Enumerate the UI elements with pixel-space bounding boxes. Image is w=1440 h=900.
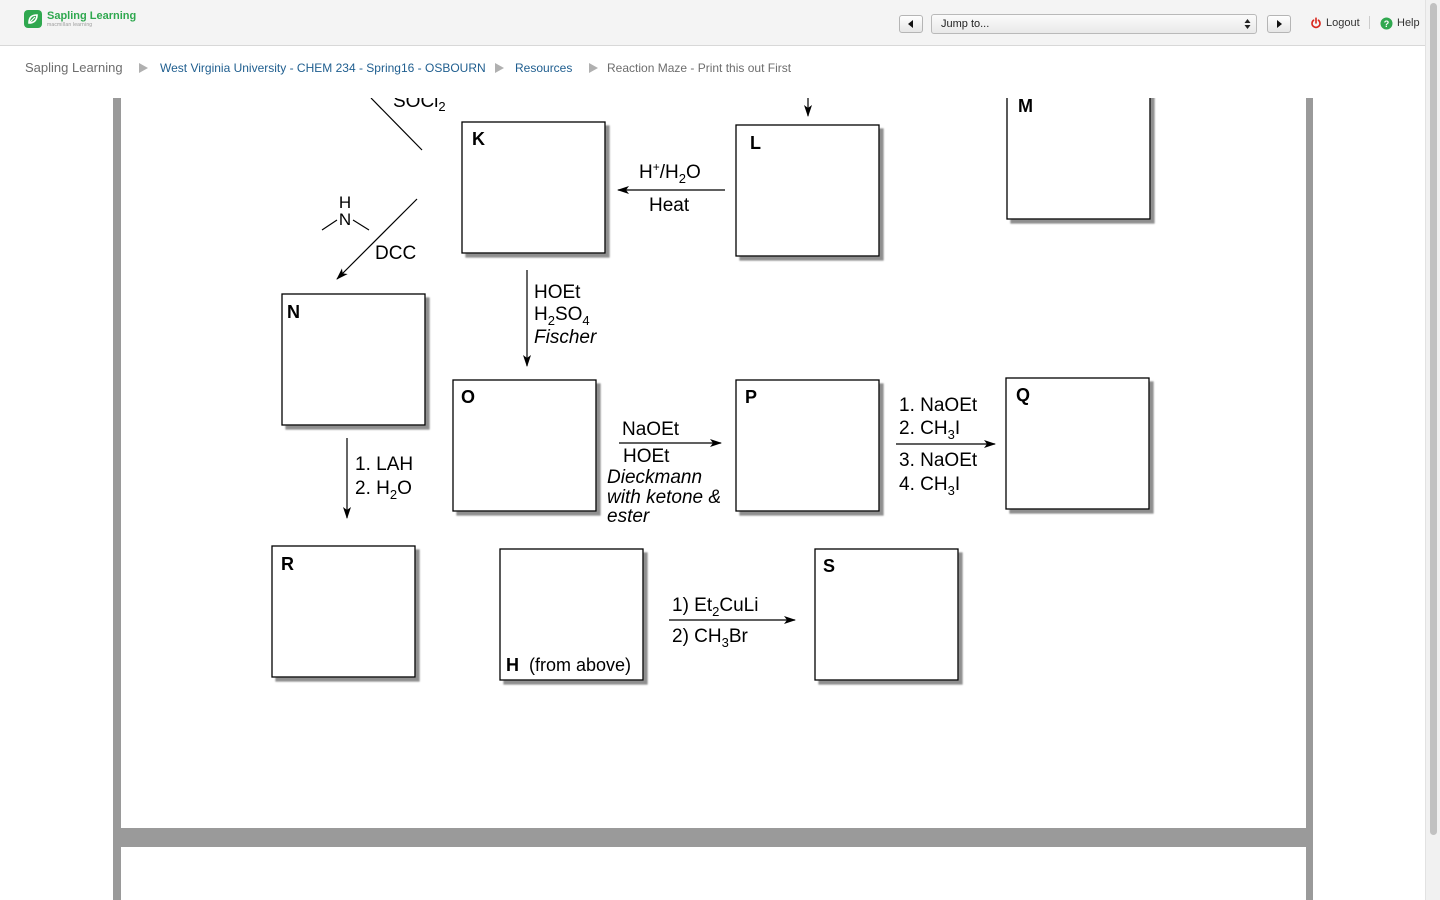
alkylation-step-2: 2. CH3I (899, 418, 960, 442)
dieckmann-note-1: with ketone & (607, 487, 721, 508)
box-n: N (281, 293, 426, 426)
socl2-arrow-line (370, 98, 423, 151)
dieckmann-reagent-2: HOEt (623, 446, 670, 467)
sapling-logo[interactable]: Sapling Learning macmillan learning (24, 9, 136, 29)
sapling-leaf-icon (24, 10, 42, 28)
help-link[interactable]: ? Help (1380, 15, 1420, 31)
breadcrumb-current-page: Reaction Maze - Print this out First (607, 61, 792, 75)
cuprate-step-2: 2) CH3Br (672, 626, 749, 650)
lah-step-1: 1. LAH (355, 454, 413, 475)
logo-name: Sapling Learning (47, 9, 137, 22)
socl2-reagent: SOCl2 (370, 98, 446, 151)
fischer-reagent-2: H2SO4 (534, 304, 590, 328)
alkylation-step-1: 1. NaOEt (899, 395, 978, 416)
power-icon (1311, 17, 1321, 29)
triangle-right-icon (1277, 20, 1282, 28)
box-p-label: P (745, 387, 757, 407)
box-p: P (735, 379, 880, 512)
box-l-label: L (750, 133, 761, 153)
breadcrumb-arrow-icon (139, 63, 148, 73)
reaction-maze-diagram: K L M N O P Q (271, 98, 1151, 681)
box-o-label: O (461, 387, 475, 407)
question-circle-icon: ? (1380, 17, 1393, 29)
worksheet-frame: K L M N O P Q (113, 98, 1313, 900)
socl2-subscript: 2 (438, 99, 445, 114)
dcc-label: DCC (375, 243, 416, 264)
box-h-note: (from above) (529, 655, 631, 675)
fischer-label: Fischer (534, 327, 597, 348)
box-m-label: M (1018, 98, 1033, 116)
box-s: S (814, 548, 959, 681)
page-scrollbar[interactable] (1425, 0, 1440, 900)
breadcrumb-resources[interactable]: Resources (515, 61, 573, 75)
box-q: Q (1005, 377, 1150, 510)
amine-n: N (339, 210, 351, 229)
logout-link[interactable]: Logout (1310, 15, 1360, 31)
box-l: L (735, 124, 880, 257)
box-h-from-above: H (from above) (499, 548, 644, 681)
select-arrows-icon (1244, 19, 1251, 29)
fischer-reagent-1: HOEt (534, 282, 581, 303)
logout-label: Logout (1326, 17, 1360, 29)
box-r: R (271, 545, 416, 678)
socl2-text: SOCl (393, 98, 438, 112)
lah-step-2: 2. H2O (355, 478, 412, 502)
amine-structure: H N (321, 193, 370, 231)
breadcrumb-arrow-icon (495, 63, 504, 73)
arrow-k-to-n (336, 198, 418, 280)
worksheet-page: K L M N O P Q (121, 98, 1306, 828)
cuprate-step-1: 1) Et2CuLi (672, 595, 758, 619)
previous-button[interactable] (899, 15, 923, 33)
alkylation-step-4: 4. CH3I (899, 474, 960, 498)
acid-water-label: H+/H2O (639, 160, 701, 186)
worksheet-next-page (121, 847, 1306, 900)
help-label: Help (1397, 17, 1420, 29)
jump-to-select[interactable]: Jump to... (931, 14, 1257, 34)
jump-to-value: Jump to... (941, 18, 990, 30)
next-button[interactable] (1267, 15, 1291, 33)
heat-label: Heat (649, 195, 690, 216)
svg-text:H (from above): H (from above) (506, 655, 631, 675)
scrollbar-thumb[interactable] (1430, 3, 1437, 835)
triangle-left-icon (908, 20, 913, 28)
toolbar-divider (1369, 16, 1370, 29)
box-o: O (452, 379, 597, 512)
breadcrumb-course[interactable]: West Virginia University - CHEM 234 - Sp… (160, 61, 486, 75)
box-s-label: S (823, 556, 835, 576)
amine-h: H (339, 193, 351, 212)
dieckmann-label: Dieckmann (607, 467, 702, 488)
box-m: M (1006, 98, 1151, 220)
svg-text:SOCl2: SOCl2 (393, 98, 446, 114)
breadcrumb-arrow-icon (589, 63, 598, 73)
svg-text:?: ? (1384, 19, 1390, 29)
box-q-label: Q (1016, 385, 1030, 405)
box-h-label: H (506, 655, 519, 675)
logo-tagline: macmillan learning (47, 21, 93, 28)
box-k-label: K (472, 129, 485, 149)
alkylation-step-3: 3. NaOEt (899, 450, 978, 471)
box-r-label: R (281, 554, 294, 574)
dieckmann-reagent-1: NaOEt (622, 419, 680, 440)
box-n-label: N (287, 302, 300, 322)
dieckmann-note-2: ester (607, 506, 650, 527)
box-k: K (461, 121, 606, 254)
breadcrumb-home[interactable]: Sapling Learning (25, 60, 123, 75)
top-bar: Sapling Learning macmillan learning Jump… (0, 0, 1425, 46)
